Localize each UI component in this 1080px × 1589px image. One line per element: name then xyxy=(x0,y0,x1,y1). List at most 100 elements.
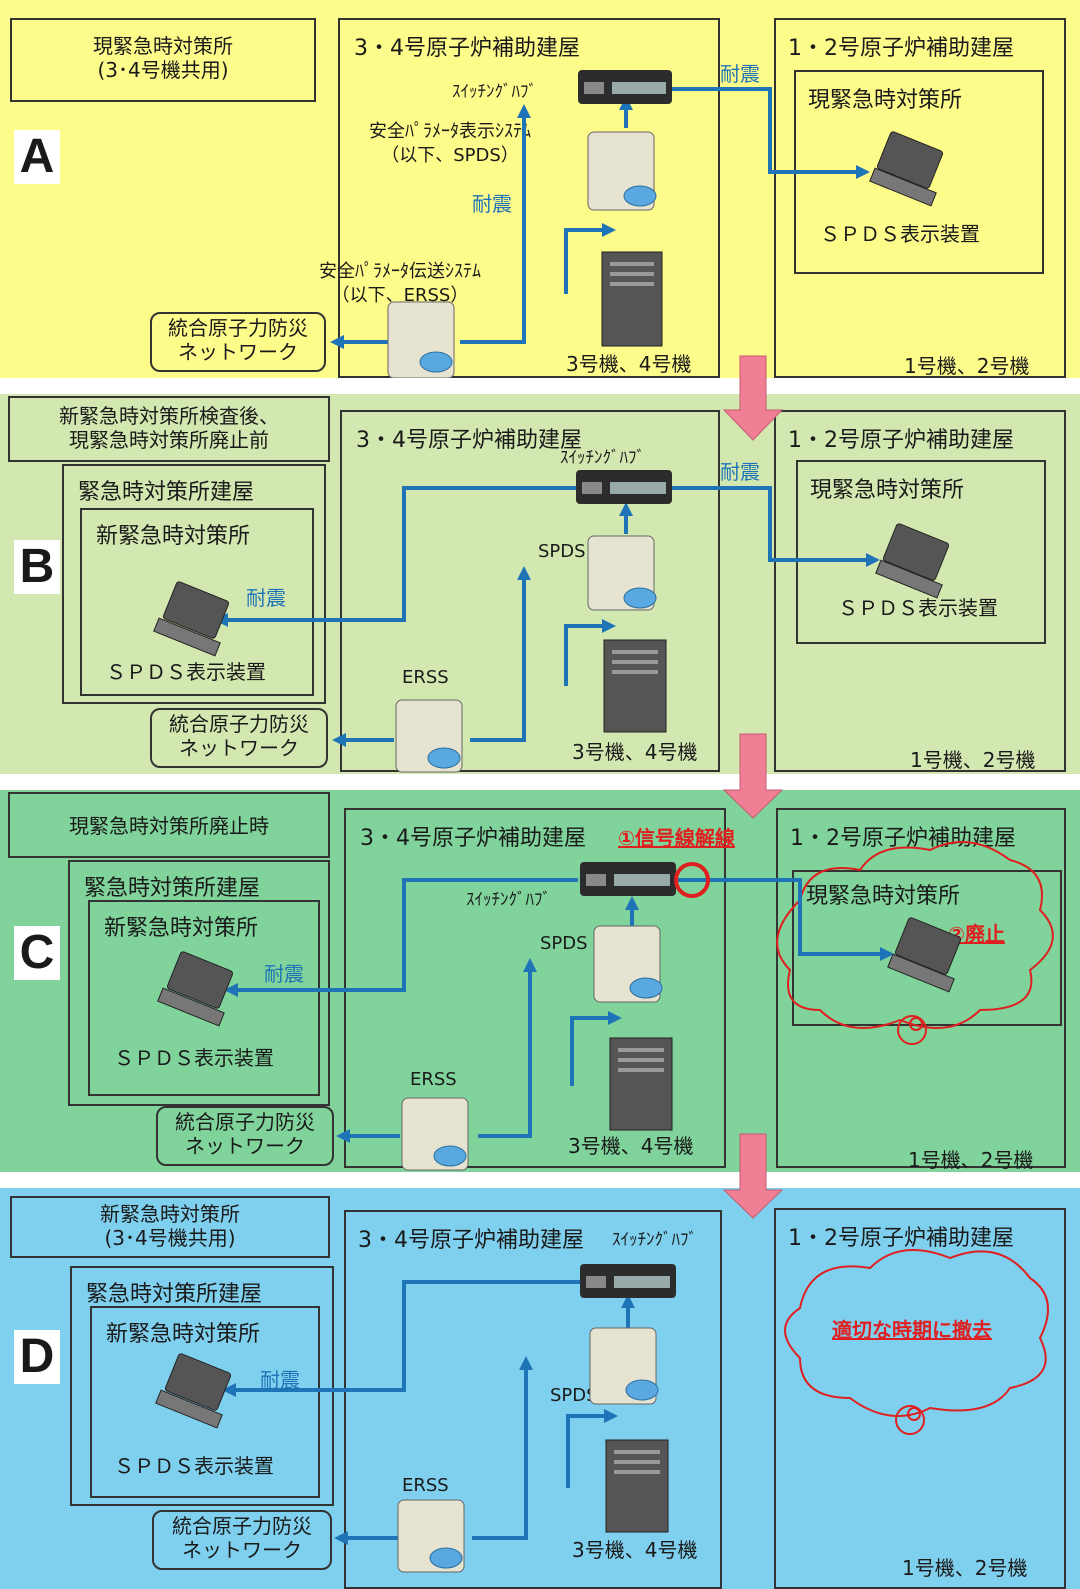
laptop-icon-new xyxy=(155,1353,232,1429)
current-office-title: 現緊急時対策所 xyxy=(808,88,963,113)
network-links xyxy=(234,878,884,1138)
hub-label: ｽｲｯﾁﾝｸﾞﾊﾌﾞ xyxy=(452,82,537,102)
switching-hub-icon xyxy=(576,470,672,504)
spds-display-label: ＳＰＤＳ表示装置 xyxy=(114,1046,274,1070)
aux-building-34: 3・4号原子炉補助建屋 xyxy=(344,808,726,1168)
spds-display-label: ＳＰＤＳ表示装置 xyxy=(106,660,266,684)
switching-hub-icon xyxy=(580,862,676,896)
seismic-label-spds: 耐震 xyxy=(472,192,512,216)
seismic-label-hub: 耐震 xyxy=(720,62,760,86)
emergency-building: 緊急時対策所建屋 xyxy=(70,1266,334,1506)
erss-server-icon xyxy=(401,1097,469,1171)
aux-building-34: 3・4号原子炉補助建屋 xyxy=(344,1210,722,1589)
erss-label: 安全ﾊﾟﾗﾒｰﾀ伝送ｼｽﾃﾑ （以下、ERSS） xyxy=(319,261,481,306)
status-box: 新緊急時対策所検査後、 現緊急時対策所廃止前 xyxy=(8,396,330,462)
panel-c-diagram xyxy=(157,841,1054,1171)
aux-building-12-title: 1・2号原子炉補助建屋 xyxy=(788,428,1014,453)
removal-cloud xyxy=(784,1249,1049,1435)
disaster-network-label: 統合原子力防災 ネットワーク xyxy=(169,712,309,760)
units-34-label: 3号機、4号機 xyxy=(572,1538,698,1562)
status-text: 現緊急時対策所 (3･4号機共用) xyxy=(93,34,233,82)
new-emergency-office: 新緊急時対策所 ＳＰＤＳ表示装置 xyxy=(90,1306,320,1498)
spds-server-icon xyxy=(587,131,657,211)
arrowheads xyxy=(222,1294,635,1545)
switching-hub-icon xyxy=(580,1264,676,1298)
signal-line-disconnect-note: ①信号線解線 xyxy=(618,826,735,850)
units-12-label: 1号機、2号機 xyxy=(908,1148,1034,1172)
laptop-icon-new xyxy=(157,951,234,1027)
aux-building-12: 1・2号原子炉補助建屋 1号機、2号機 xyxy=(774,410,1066,772)
aux-building-34-title: 3・4号原子炉補助建屋 xyxy=(360,826,586,851)
disaster-network-box: 統合原子力防災 ネットワーク xyxy=(152,1510,332,1570)
spds-label: SPDS xyxy=(540,933,588,954)
panel-d-diagram xyxy=(155,1249,1049,1573)
spds-display-label-12: ＳＰＤＳ表示装置 xyxy=(838,596,998,620)
current-office-title: 現緊急時対策所 xyxy=(810,478,965,503)
disaster-network-box: 統合原子力防災 ネットワーク xyxy=(156,1106,334,1166)
laptop-icon xyxy=(869,131,944,207)
panel-letter: B xyxy=(14,540,60,594)
switching-hub-icon xyxy=(578,70,672,104)
status-text: 新緊急時対策所 (3･4号機共用) xyxy=(100,1202,240,1250)
spds-display-label: ＳＰＤＳ表示装置 xyxy=(114,1454,274,1478)
aux-building-12-title: 1・2号原子炉補助建屋 xyxy=(788,36,1014,61)
laptop-icon-current xyxy=(887,917,962,993)
panel-b: 新緊急時対策所検査後、 現緊急時対策所廃止前 B 緊急時対策所建屋 新緊急時対策… xyxy=(0,394,1080,774)
current-office-title: 現緊急時対策所 xyxy=(806,884,961,909)
arrowheads xyxy=(224,896,894,1143)
panel-letter: A xyxy=(14,130,60,184)
units-12-label: 1号機、2号機 xyxy=(902,1556,1028,1580)
panel-letter: C xyxy=(14,926,60,980)
disaster-network-label: 統合原子力防災 ネットワーク xyxy=(172,1514,312,1562)
spds-label: SPDS xyxy=(538,541,586,562)
hub-label: ｽｲｯﾁﾝｸﾞﾊﾌﾞ xyxy=(466,890,551,910)
erss-server-icon xyxy=(395,699,463,773)
units-12-label: 1号機、2号機 xyxy=(910,748,1036,772)
status-text: 新緊急時対策所検査後、 現緊急時対策所廃止前 xyxy=(59,404,279,452)
panel-d: 新緊急時対策所 (3･4号機共用) D 緊急時対策所建屋 新緊急時対策所 ＳＰＤ… xyxy=(0,1188,1080,1589)
new-emergency-office: 新緊急時対策所 ＳＰＤＳ表示装置 xyxy=(80,508,314,696)
new-office-title: 新緊急時対策所 xyxy=(106,1322,261,1347)
units-34-label: 3号機、4号機 xyxy=(566,352,692,376)
erss-label: ERSS xyxy=(402,667,449,688)
emergency-building: 緊急時対策所建屋 xyxy=(68,860,330,1106)
disaster-network-box: 統合原子力防災 ネットワーク xyxy=(150,312,326,372)
spds-server-icon xyxy=(587,535,657,611)
plant-rack-icon xyxy=(609,1037,673,1131)
current-emergency-office: 現緊急時対策所 ＳＰＤＳ表示装置 xyxy=(796,460,1046,644)
emergency-building: 緊急時対策所建屋 xyxy=(62,464,326,704)
aux-building-12: 1・2号原子炉補助建屋 1号機、2号機 xyxy=(774,1208,1066,1589)
panel-c: 現緊急時対策所廃止時 C 緊急時対策所建屋 新緊急時対策所 ＳＰＤＳ表示装置 耐… xyxy=(0,790,1080,1172)
aux-building-12-title: 1・2号原子炉補助建屋 xyxy=(788,1226,1014,1251)
plant-rack-icon xyxy=(601,251,663,347)
aux-building-34-title: 3・4号原子炉補助建屋 xyxy=(358,1228,584,1253)
spds-display-label: ＳＰＤＳ表示装置 xyxy=(820,222,980,246)
units-34-label: 3号機、4号機 xyxy=(572,740,698,764)
current-emergency-office: 現緊急時対策所 xyxy=(792,870,1062,1026)
new-office-title: 新緊急時対策所 xyxy=(104,916,259,941)
spds-server-icon xyxy=(589,1327,659,1405)
status-box: 現緊急時対策所廃止時 xyxy=(8,792,330,858)
new-office-title: 新緊急時対策所 xyxy=(96,524,251,549)
seismic-label-hub: 耐震 xyxy=(720,460,760,484)
hub-label: ｽｲｯﾁﾝｸﾞﾊﾌﾞ xyxy=(560,448,645,468)
emergency-building-title: 緊急時対策所建屋 xyxy=(84,876,261,901)
status-box: 新緊急時対策所 (3･4号機共用) xyxy=(10,1196,330,1258)
status-text: 現緊急時対策所廃止時 xyxy=(69,814,269,838)
disaster-network-label: 統合原子力防災 ネットワーク xyxy=(168,316,308,364)
laptop-icon-current xyxy=(875,523,950,599)
plant-rack-icon xyxy=(603,639,667,733)
arrowheads xyxy=(214,502,880,747)
aux-building-12: 1・2号原子炉補助建屋 1号機、2号機 xyxy=(774,18,1066,378)
network-links xyxy=(224,486,870,742)
spds-server-icon xyxy=(593,925,663,1003)
units-34-label: 3号機、4号機 xyxy=(568,1134,694,1158)
new-emergency-office: 新緊急時対策所 ＳＰＤＳ表示装置 xyxy=(88,900,320,1096)
plant-rack-icon xyxy=(605,1439,669,1533)
disaster-network-box: 統合原子力防災 ネットワーク xyxy=(150,708,328,768)
erss-server-icon xyxy=(397,1499,465,1573)
spds-label: 安全ﾊﾟﾗﾒｰﾀ表示ｼｽﾃﾑ （以下、SPDS） xyxy=(369,121,531,166)
hub-label: ｽｲｯﾁﾝｸﾞﾊﾌﾞ xyxy=(612,1230,697,1250)
erss-label: ERSS xyxy=(410,1069,457,1090)
decommission-cloud xyxy=(776,841,1054,1045)
